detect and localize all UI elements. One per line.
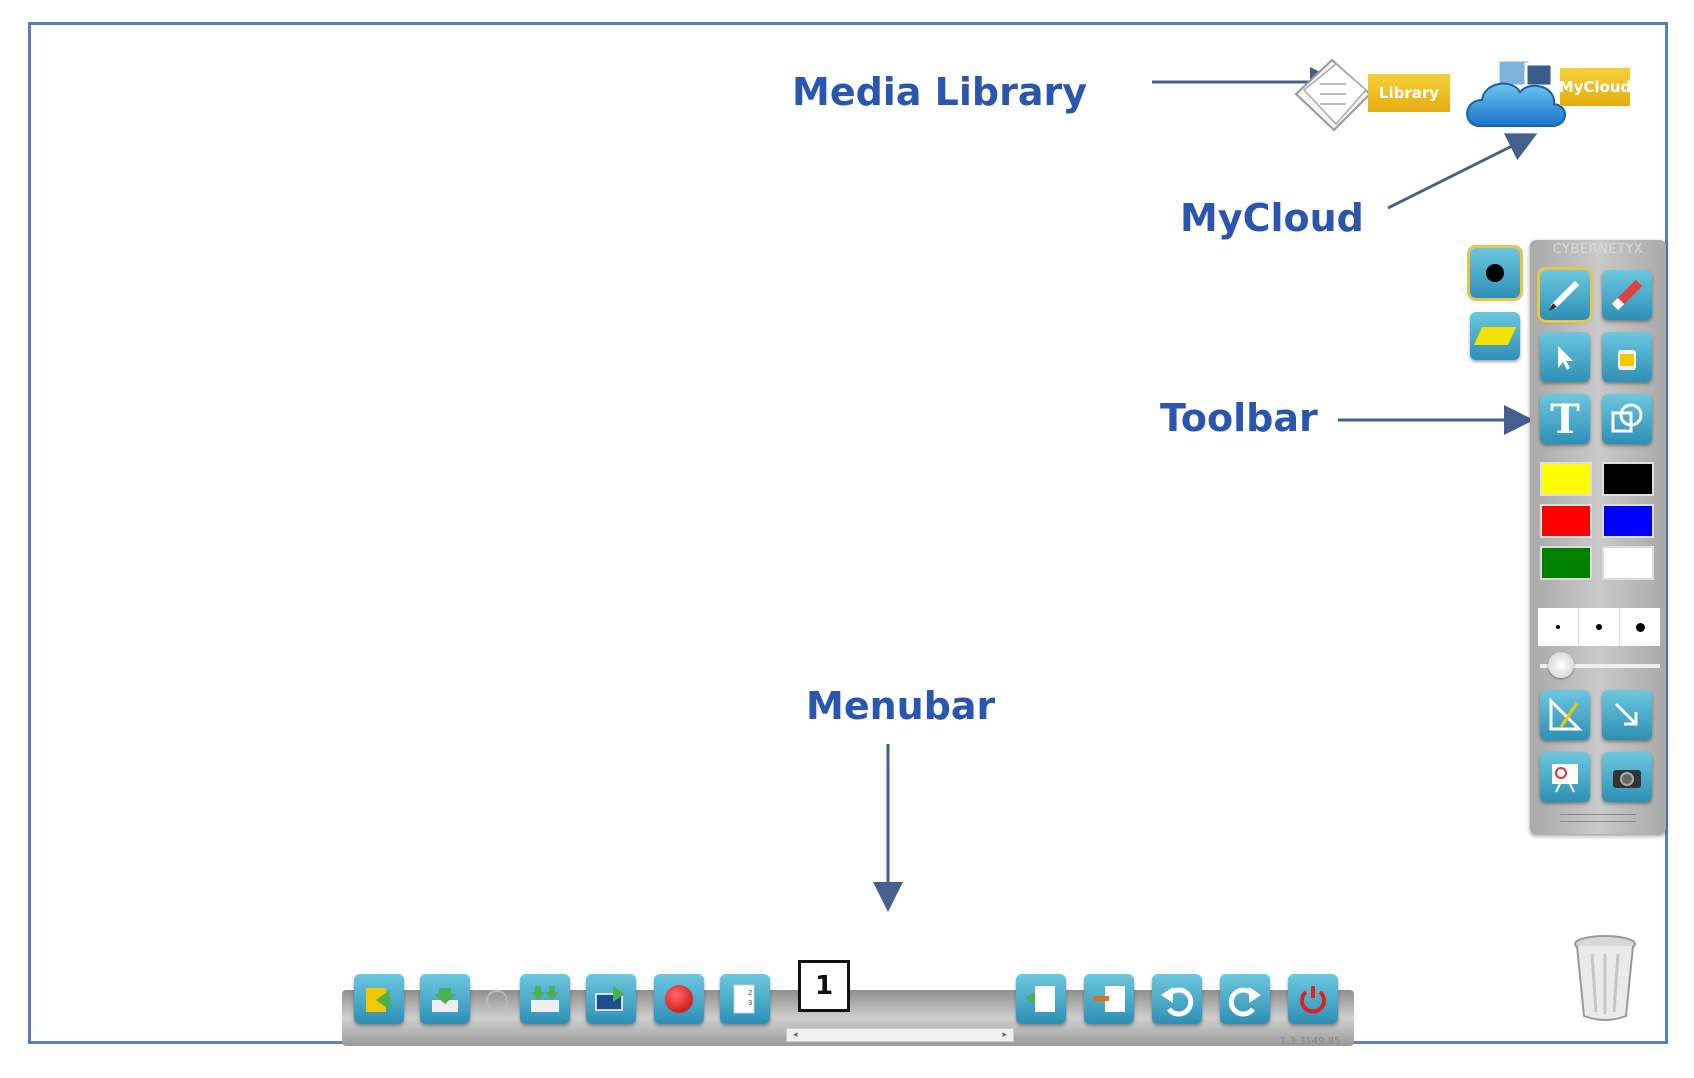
pointer-icon xyxy=(1558,346,1573,370)
size-picker xyxy=(1538,608,1660,646)
color-swatch-green[interactable] xyxy=(1540,546,1592,580)
record-icon xyxy=(665,985,693,1013)
trash-bin[interactable] xyxy=(1572,934,1638,1022)
media-library-widget[interactable]: Library xyxy=(1286,54,1450,134)
record-button[interactable] xyxy=(654,974,704,1024)
fill-bucket-icon xyxy=(1618,350,1636,370)
size-slider-thumb[interactable] xyxy=(1547,652,1574,678)
page-scrollbar[interactable]: ◂ ▸ xyxy=(786,1028,1014,1042)
redo-button[interactable] xyxy=(1220,974,1270,1024)
undo-icon xyxy=(1161,987,1194,1017)
callout-media-library: Media Library xyxy=(792,70,1088,114)
dot-small-icon xyxy=(1556,625,1560,629)
save-button[interactable] xyxy=(420,974,470,1024)
color-swatch-blue[interactable] xyxy=(1602,504,1654,538)
redo-icon xyxy=(1228,987,1261,1017)
pen-icon xyxy=(1549,280,1580,311)
shapes-icon xyxy=(1611,403,1643,433)
toolbar-brand: CYBERNETYX xyxy=(1552,242,1644,257)
power-button[interactable] xyxy=(1288,974,1338,1024)
text-tool-button[interactable]: T xyxy=(1540,394,1590,444)
whiteboard-canvas[interactable] xyxy=(28,22,1668,1044)
export-button[interactable] xyxy=(586,974,636,1024)
remove-page-button[interactable] xyxy=(1084,974,1134,1024)
text-icon: T xyxy=(1550,395,1580,443)
color-swatch-yellow[interactable] xyxy=(1540,462,1592,496)
color-swatch-white[interactable] xyxy=(1602,546,1654,580)
scroll-left-icon[interactable]: ◂ xyxy=(793,1030,798,1040)
cloud-icon xyxy=(1466,58,1566,127)
dot-icon xyxy=(1486,264,1504,282)
insert-page-button[interactable] xyxy=(1016,974,1066,1024)
size-small-button[interactable] xyxy=(1538,608,1579,646)
color-swatch-black[interactable] xyxy=(1602,462,1654,496)
open-button[interactable] xyxy=(354,974,404,1024)
remove-page-icon xyxy=(1093,986,1125,1012)
mycloud-badge: MyCloud xyxy=(1559,68,1631,106)
callout-menubar: Menubar xyxy=(806,684,996,728)
camera-tool-button[interactable] xyxy=(1602,752,1652,802)
pages-icon: 23 xyxy=(733,984,755,1014)
size-large-button[interactable] xyxy=(1620,608,1660,646)
undo-button[interactable] xyxy=(1152,974,1202,1024)
camera-icon xyxy=(1613,770,1641,788)
dot-medium-icon xyxy=(1596,624,1602,630)
import-button[interactable] xyxy=(520,974,570,1024)
power-icon xyxy=(1300,986,1326,1014)
papers-icon xyxy=(1294,58,1372,132)
size-slider-track[interactable] xyxy=(1540,664,1660,668)
size-medium-button[interactable] xyxy=(1579,608,1620,646)
highlighter-swatch-icon xyxy=(1473,327,1517,345)
callout-mycloud: MyCloud xyxy=(1180,196,1364,240)
open-icon xyxy=(366,988,390,1012)
ruler-icon xyxy=(1549,697,1583,731)
import-icon xyxy=(531,986,559,1012)
save-icon xyxy=(432,988,458,1012)
page-number[interactable]: 1 xyxy=(798,960,850,1012)
library-badge: Library xyxy=(1368,74,1450,112)
arrow-tool-button[interactable] xyxy=(1602,690,1652,740)
color-swatch-red[interactable] xyxy=(1540,504,1592,538)
insert-page-icon xyxy=(1025,986,1055,1012)
pen-tool-button[interactable] xyxy=(1537,267,1593,323)
export-icon xyxy=(595,986,625,1011)
callout-toolbar: Toolbar xyxy=(1160,396,1318,440)
toolbar-grip[interactable] xyxy=(1560,814,1636,822)
scroll-right-icon[interactable]: ▸ xyxy=(1002,1030,1007,1040)
shapes-tool-button[interactable] xyxy=(1602,394,1652,444)
version-label: 1.3.3149.85 xyxy=(1280,1036,1341,1047)
select-tool-button[interactable] xyxy=(1540,332,1590,382)
mycloud-widget[interactable]: MyCloud xyxy=(1464,54,1631,134)
dot-large-icon xyxy=(1635,622,1645,632)
trash-icon xyxy=(1574,935,1636,1021)
eraser-tool-button[interactable] xyxy=(1602,270,1652,320)
presentation-tool-button[interactable] xyxy=(1540,752,1590,802)
highlighter-mode-button[interactable] xyxy=(1470,312,1520,360)
svg-text:2: 2 xyxy=(748,989,752,997)
geometry-tool-button[interactable] xyxy=(1540,690,1590,740)
pen-mode-button[interactable] xyxy=(1467,245,1523,301)
eraser-icon xyxy=(1611,279,1643,311)
fill-tool-button[interactable] xyxy=(1602,332,1652,382)
svg-text:3: 3 xyxy=(748,999,752,1007)
toolbar: CYBERNETYX T xyxy=(1530,240,1666,834)
presentation-icon xyxy=(1552,764,1578,793)
arrow-mycloud xyxy=(1387,133,1538,210)
busy-indicator xyxy=(486,990,508,1012)
arrow-icon xyxy=(1614,702,1638,726)
